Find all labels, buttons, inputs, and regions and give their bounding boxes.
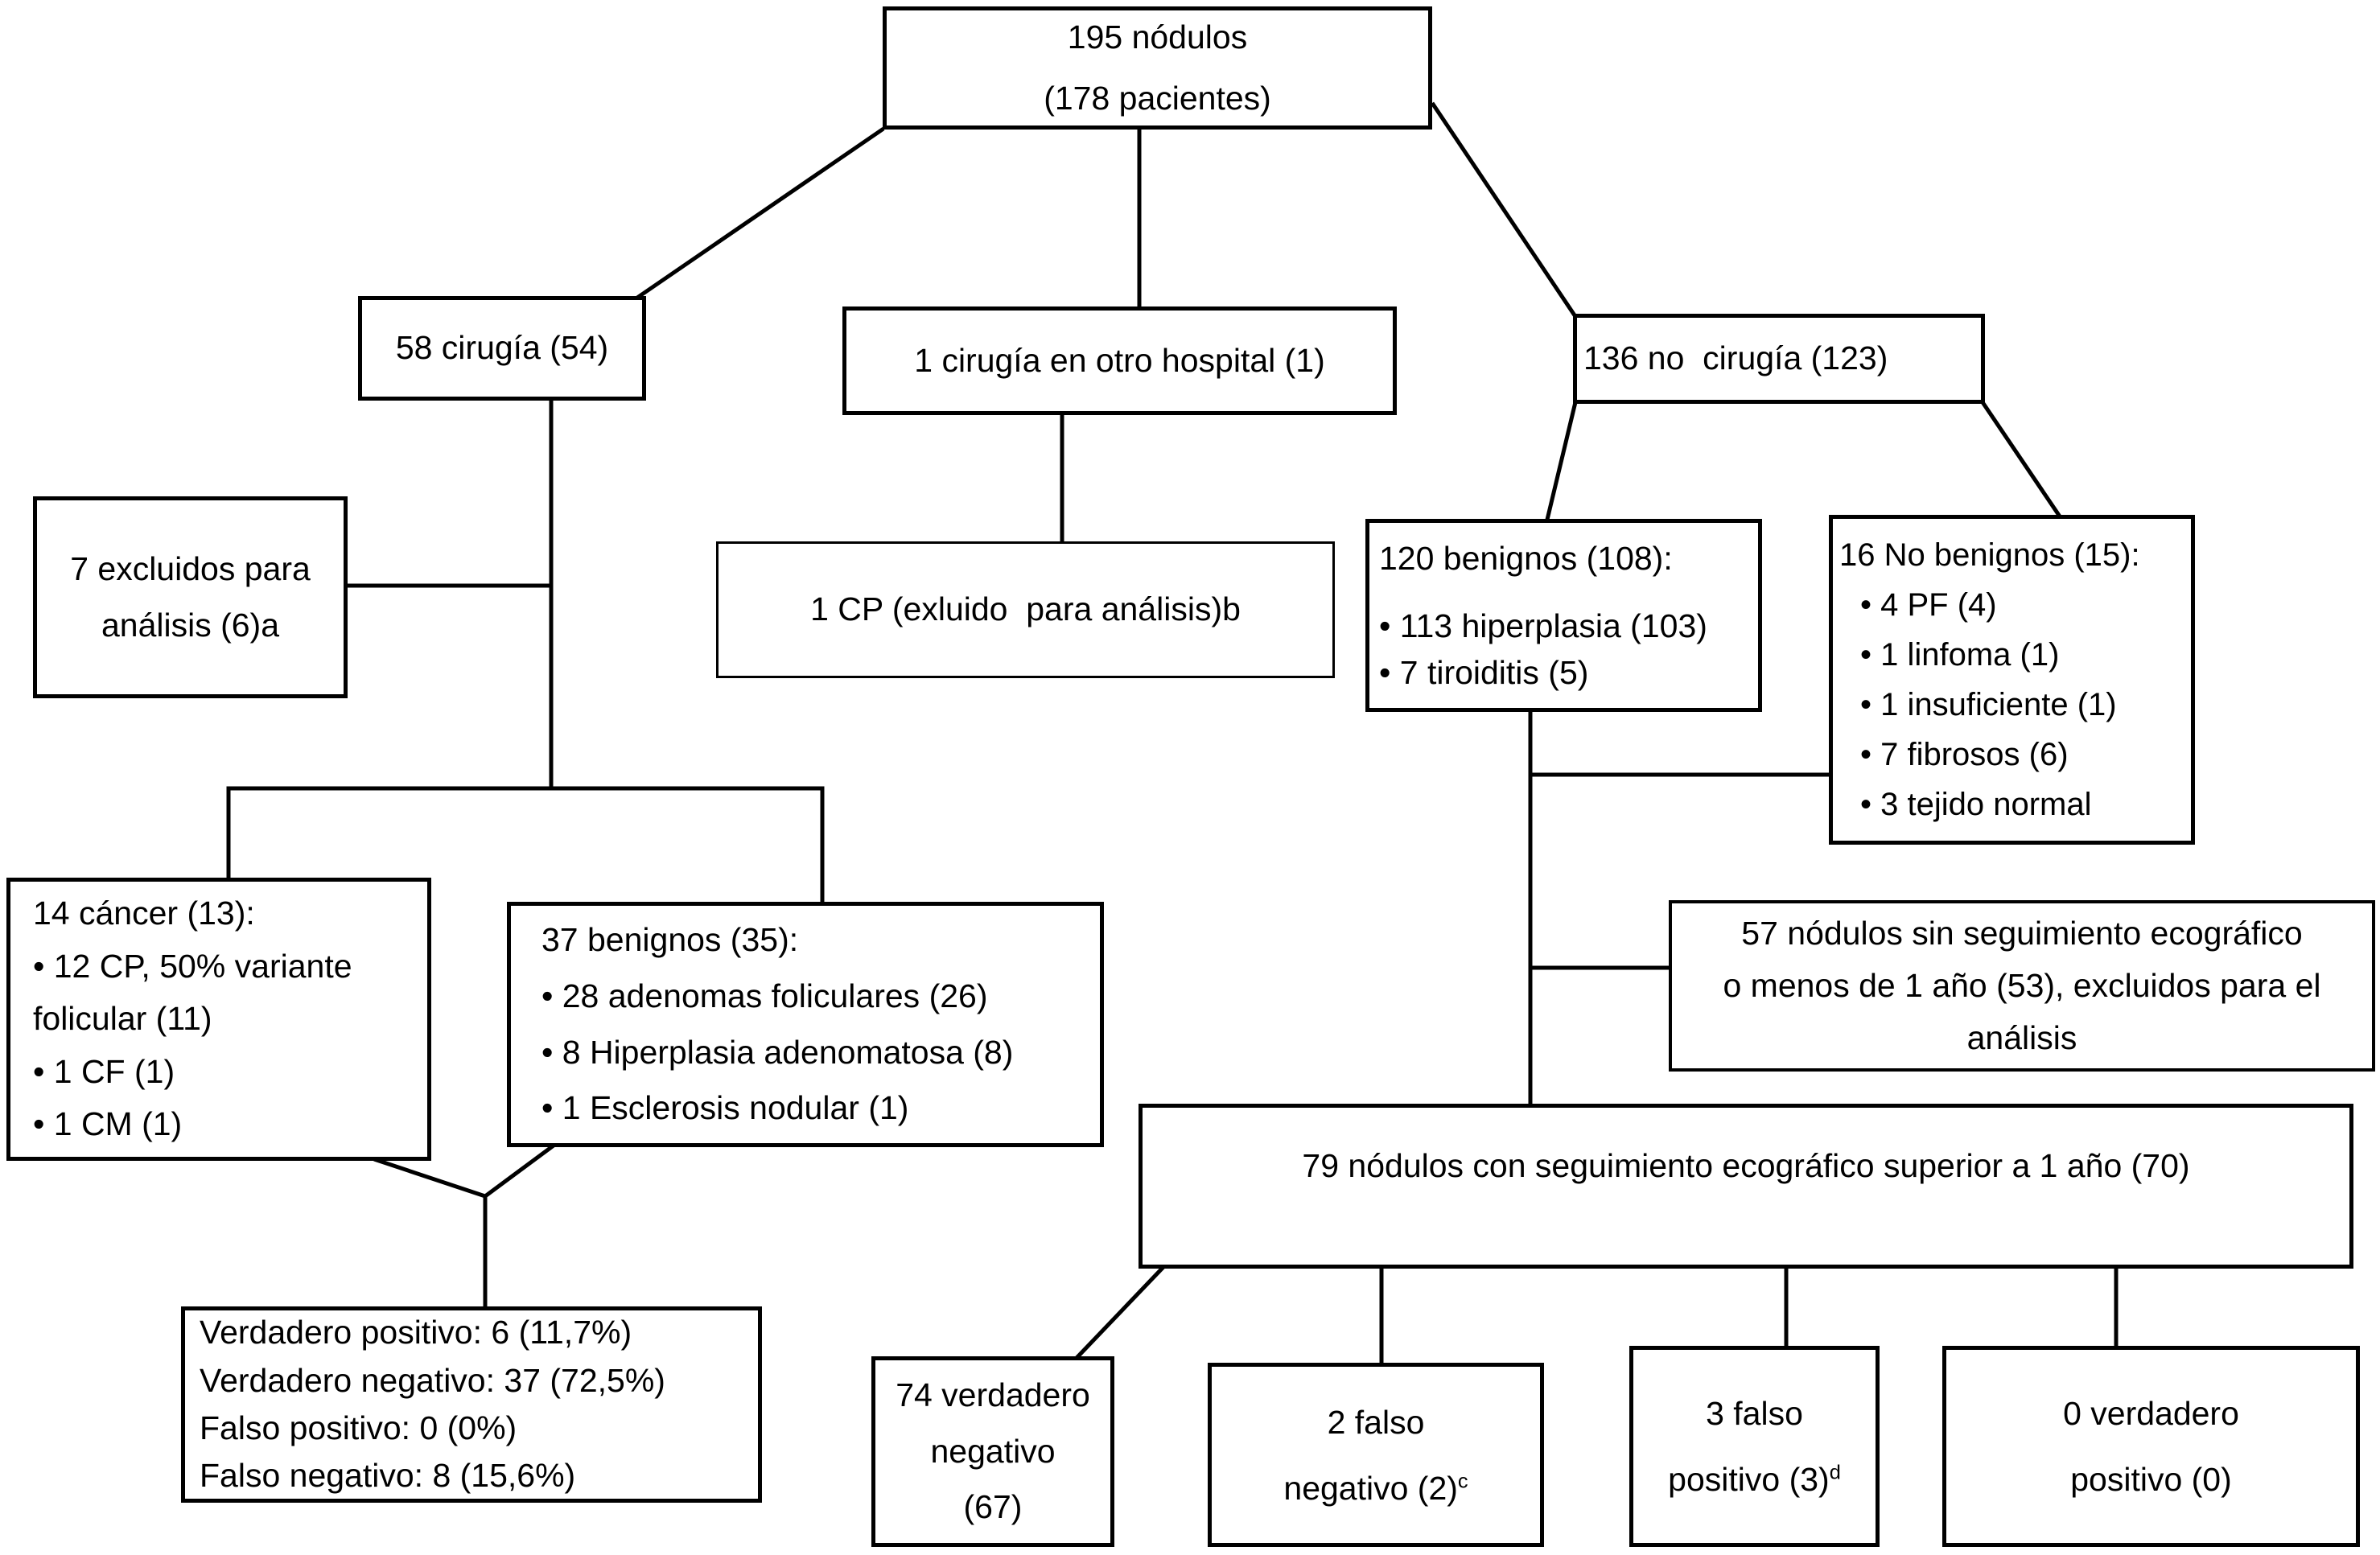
node-cp-excluded-line: 1 CP (exluido para análisis)b — [810, 590, 1241, 628]
node-fn2-text: negativo (2) — [1283, 1469, 1458, 1507]
node-no-followup-57: 57 nódulos sin seguimiento ecográfico o … — [1669, 900, 2375, 1072]
node-fp3-line: 3 falso — [1706, 1395, 1803, 1432]
edge-79-tn74 — [1075, 1265, 1165, 1360]
node-total-line: (178 pacientes) — [1044, 79, 1271, 117]
node-false-negative-2: 2 falso negativo (2)c — [1208, 1363, 1544, 1547]
node-excluded7-line: análisis (6)a — [101, 606, 280, 644]
node-results: Verdadero positivo: 6 (11,7%) Verdadero … — [181, 1306, 762, 1503]
node-tn74-line: (67) — [963, 1488, 1023, 1526]
node-tn74-line: negativo — [930, 1432, 1056, 1470]
node-followup79-line: 79 nódulos con seguimiento ecográfico su… — [1302, 1147, 2190, 1184]
node-results-line: Falso negativo: 8 (15,6%) — [200, 1457, 576, 1495]
node-true-negative-74: 74 verdadero negativo (67) — [871, 1356, 1114, 1547]
node-results-line: Verdadero positivo: 6 (11,7%) — [200, 1314, 632, 1351]
edge-nosurgery-benign120 — [1544, 401, 1578, 524]
node-tp0-line: positivo (0) — [2070, 1461, 2232, 1498]
node-excluded-7: 7 excluidos para análisis (6)a — [33, 496, 348, 698]
bullet-item: • 3 tejido normal — [1860, 787, 2092, 822]
bullet-item: • 8 Hiperplasia adenomatosa (8) — [541, 1033, 1014, 1071]
edge-total-surgery — [636, 126, 885, 300]
footnote-marker-c: c — [1457, 1469, 1468, 1492]
node-fn2-line: 2 falso — [1327, 1403, 1425, 1441]
node-results-line: Verdadero negativo: 37 (72,5%) — [200, 1361, 665, 1399]
node-benign37-title: 37 benignos (35): — [541, 921, 799, 959]
node-cp-excluded: 1 CP (exluido para análisis)b — [716, 541, 1335, 678]
node-non-benign-16: 16 No benignos (15): • 4 PF (4) • 1 linf… — [1829, 515, 2195, 845]
node-benign120-bullets: • 113 hiperplasia (103) • 7 tiroiditis (… — [1379, 603, 1707, 696]
node-nofollowup57-line: o menos de 1 año (53), excluidos para el — [1723, 967, 2321, 1005]
node-fp3-text: positivo (3) — [1668, 1461, 1830, 1498]
bullet-item: • 12 CP, 50% variante folicular (11) — [33, 947, 352, 1038]
node-nofollowup57-line: 57 nódulos sin seguimiento ecográfico — [1741, 915, 2303, 952]
node-true-positive-0: 0 verdadero positivo (0) — [1942, 1346, 2360, 1547]
bullet-item: • 7 fibrosos (6) — [1860, 737, 2069, 772]
edge-surgery-bracket — [226, 786, 825, 903]
node-surgery-line: 58 cirugía (54) — [395, 329, 609, 367]
node-benign-37: 37 benignos (35): • 28 adenomas folicula… — [507, 902, 1104, 1147]
bullet-item: • 28 adenomas foliculares (26) — [541, 977, 988, 1014]
node-tp0-line: 0 verdadero — [2063, 1395, 2239, 1432]
bullet-item: • 1 insuficiente (1) — [1860, 687, 2117, 722]
node-total: 195 nódulos (178 pacientes) — [883, 6, 1432, 130]
bullet-item: • 1 CF (1) — [33, 1052, 175, 1090]
node-false-positive-3: 3 falso positivo (3)d — [1629, 1346, 1880, 1547]
node-total-line: 195 nódulos — [1067, 18, 1248, 56]
node-benign-120: 120 benignos (108): • 113 hiperplasia (1… — [1365, 519, 1762, 712]
node-no-surgery: 136 no cirugía (123) — [1573, 314, 1985, 404]
node-nofollowup57-line: análisis — [1966, 1018, 2077, 1056]
bullet-item: • 1 Esclerosis nodular (1) — [541, 1089, 909, 1127]
node-excluded7-line: 7 excluidos para — [70, 549, 311, 587]
footnote-marker-d: d — [1829, 1461, 1841, 1484]
node-cancer14-title: 14 cáncer (13): — [33, 895, 255, 932]
node-tn74-line: 74 verdadero — [896, 1376, 1090, 1413]
edge-converge-results — [373, 1143, 555, 1308]
node-nonbenign16-bullets: • 4 PF (4) • 1 linfoma (1) • 1 insuficie… — [1839, 580, 2117, 829]
node-benign37-bullets: • 28 adenomas foliculares (26) • 8 Hiper… — [541, 969, 1013, 1137]
node-cancer14-bullets: • 12 CP, 50% variante folicular (11) • 1… — [33, 940, 419, 1151]
bullet-item: • 7 tiroiditis (5) — [1379, 654, 1589, 692]
node-benign120-title: 120 benignos (108): — [1379, 539, 1673, 577]
node-results-line: Falso positivo: 0 (0%) — [200, 1409, 517, 1446]
bullet-item: • 1 linfoma (1) — [1860, 637, 2060, 673]
node-fp3-line: positivo (3)d — [1668, 1446, 1841, 1512]
node-fn2-line: negativo (2)c — [1283, 1455, 1468, 1521]
edge-nosurgery-nonbenign16 — [1980, 401, 2062, 518]
bullet-item: • 4 PF (4) — [1860, 587, 1997, 623]
node-followup-79: 79 nódulos con seguimiento ecográfico su… — [1139, 1104, 2353, 1269]
node-surgery: 58 cirugía (54) — [358, 296, 646, 401]
node-no-surgery-line: 136 no cirugía (123) — [1583, 339, 1888, 377]
node-surgery-other-line: 1 cirugía en otro hospital (1) — [914, 341, 1325, 379]
edge-total-no-surgery — [1430, 101, 1577, 317]
node-cancer-14: 14 cáncer (13): • 12 CP, 50% variante fo… — [6, 878, 431, 1161]
bullet-item: • 1 CM (1) — [33, 1105, 183, 1143]
node-surgery-other-hospital: 1 cirugía en otro hospital (1) — [842, 306, 1397, 415]
bullet-item: • 113 hiperplasia (103) — [1379, 607, 1707, 644]
node-nonbenign16-title: 16 No benignos (15): — [1839, 537, 2140, 573]
